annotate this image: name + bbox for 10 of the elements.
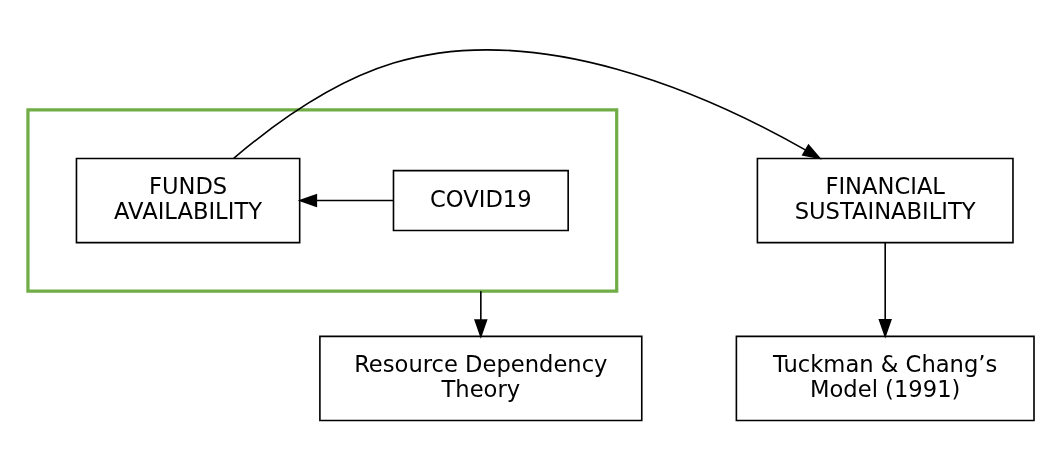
arrow [232,49,822,159]
node-box: Resource Dependency Theory [319,335,643,421]
node-box: FINANCIAL SUSTAINABILITY [756,157,1014,243]
arrow [297,193,395,207]
node-box: COVID19 [392,169,569,231]
node-box: FUNDS AVAILABILITY [75,157,301,243]
arrow [878,241,892,338]
node-box: Tuckman & Chang’s Model (1991) [735,335,1035,421]
cluster [26,107,619,293]
arrow [474,289,488,339]
